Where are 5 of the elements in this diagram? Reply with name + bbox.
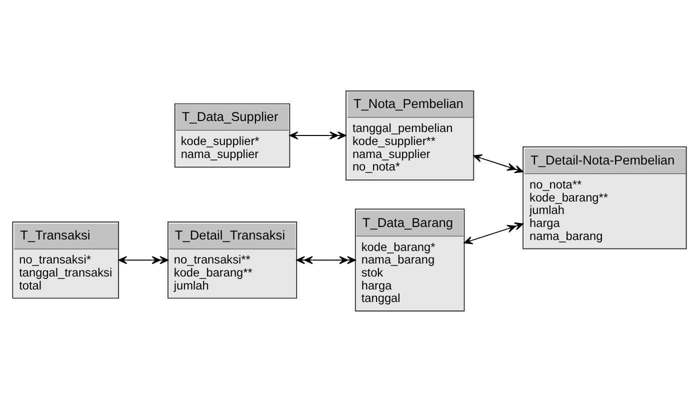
arrow <box>473 154 524 174</box>
arrow <box>296 256 356 264</box>
arrow <box>289 131 346 140</box>
arrow <box>118 256 168 264</box>
arrow <box>464 222 524 244</box>
